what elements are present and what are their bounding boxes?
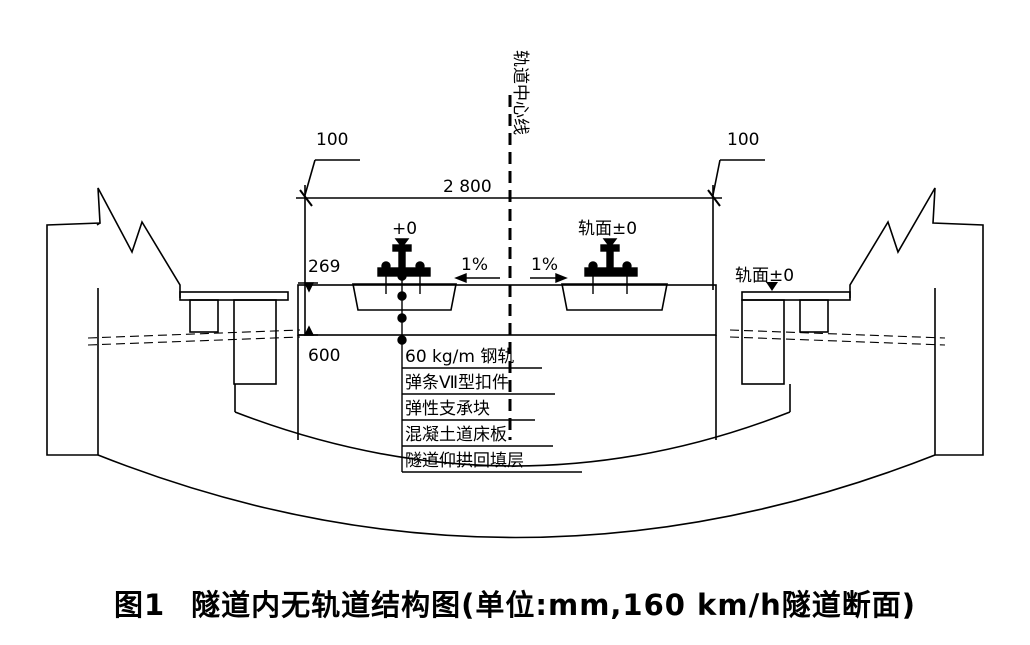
invert-arch-inner xyxy=(234,411,791,467)
slope-left-label: 1% xyxy=(461,255,488,275)
right-support-block xyxy=(561,283,668,311)
layer-label-track-slab: 混凝土道床板 xyxy=(405,425,507,445)
layer-label-rail: 60 kg/m 钢轨 xyxy=(405,347,514,367)
track-bed-slab xyxy=(297,284,717,336)
figure-caption-text: 隧道内无轨道结构图(单位:mm,160 km/h隧道断面) xyxy=(191,588,917,622)
dimension-depth-top: 269 xyxy=(308,257,340,277)
tunnel-cross-section-diagram: 轨道中心线 100 100 2 800 269 600 +0 轨面±0 轨面±0… xyxy=(46,50,984,539)
right-walkway-slab xyxy=(741,291,851,301)
right-tunnel-wall xyxy=(849,187,984,456)
left-support-block xyxy=(352,283,457,311)
elevation-marker-right xyxy=(766,282,778,291)
dimension-depth-bottom: 600 xyxy=(308,346,340,366)
slope-arrows xyxy=(454,272,568,284)
dimension-right-offset: 100 xyxy=(727,130,759,150)
right-rail-elevation: 轨面±0 xyxy=(578,219,637,239)
outer-rail-elevation: 轨面±0 xyxy=(735,266,794,286)
slope-right-label: 1% xyxy=(531,255,558,275)
layer-label-support-block: 弹性支承块 xyxy=(405,399,490,419)
layer-label-fastener: 弹条Ⅶ型扣件 xyxy=(405,373,509,393)
layer-leader xyxy=(397,258,582,473)
layer-label-backfill: 隧道仰拱回填层 xyxy=(405,451,524,471)
figure-caption: 图1 隧道内无轨道结构图(单位:mm,160 km/h隧道断面) xyxy=(0,582,1030,624)
centerline-label: 轨道中心线 xyxy=(510,50,530,135)
left-tunnel-wall xyxy=(46,187,181,456)
invert-arch-outer xyxy=(97,454,936,539)
dimension-left-offset: 100 xyxy=(316,130,348,150)
dimension-slab-width: 2 800 xyxy=(443,177,492,197)
left-rail-elevation: +0 xyxy=(392,219,417,239)
left-walkway-slab xyxy=(179,291,289,301)
figure-number: 图1 xyxy=(113,588,166,622)
elevation-marker-left xyxy=(298,282,318,336)
right-rail-fastener xyxy=(584,238,638,294)
